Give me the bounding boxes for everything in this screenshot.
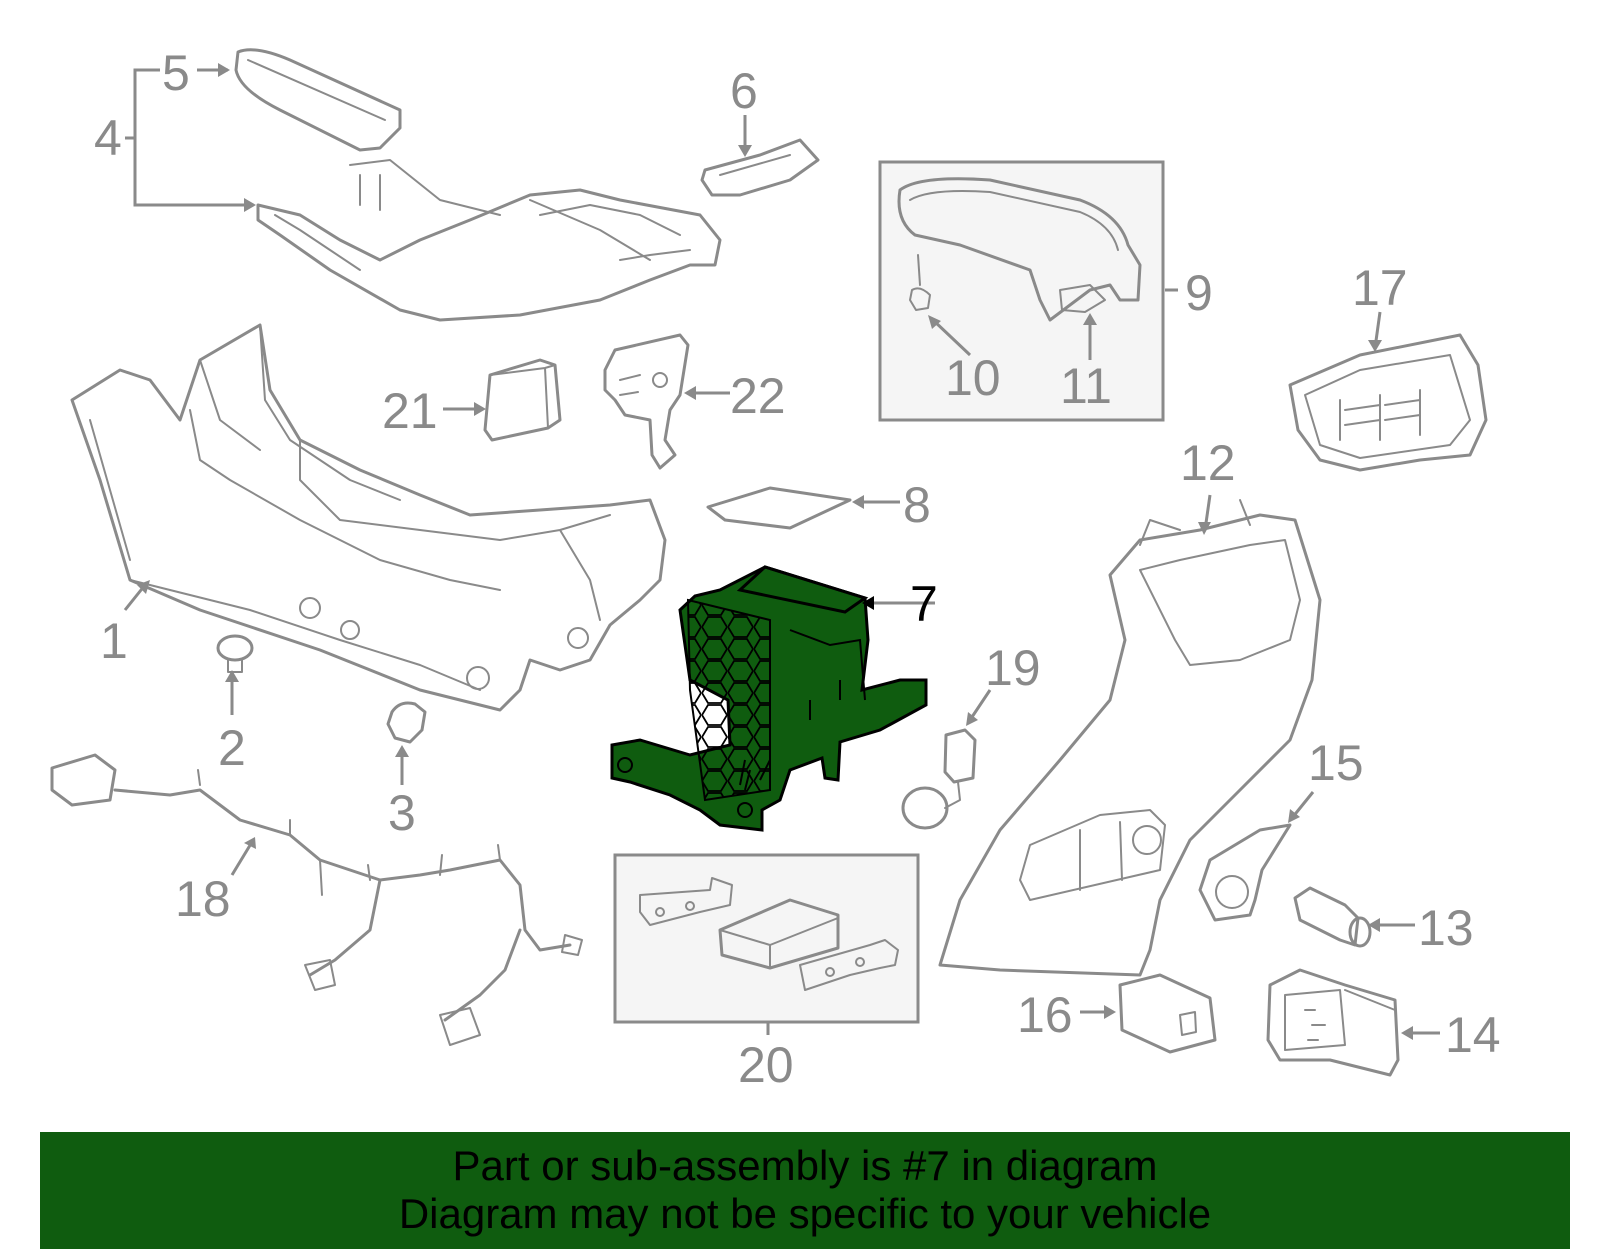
callout-5: 5 bbox=[162, 45, 190, 101]
arrowhead-4 bbox=[244, 198, 256, 212]
part-10-latch-pin[interactable] bbox=[909, 254, 931, 311]
arrowhead-11 bbox=[1083, 313, 1097, 325]
arrowhead-19 bbox=[966, 712, 978, 726]
part-12-rear-panel[interactable] bbox=[938, 499, 1322, 977]
arrowhead-14 bbox=[1401, 1026, 1413, 1040]
arrowhead-18 bbox=[244, 837, 256, 849]
banner-line-2: Diagram may not be specific to your vehi… bbox=[398, 1190, 1212, 1237]
callout-10: 10 bbox=[945, 350, 1001, 406]
part-9-armrest-lid[interactable] bbox=[897, 177, 1142, 322]
callout-9: 9 bbox=[1185, 265, 1213, 321]
callout-16: 16 bbox=[1017, 987, 1073, 1043]
callout-19: 19 bbox=[985, 640, 1041, 696]
inset-part-20 bbox=[613, 853, 920, 1024]
callout-7: 7 bbox=[910, 576, 938, 632]
part-7-storage-compartment[interactable] bbox=[610, 565, 928, 832]
arrowhead-7 bbox=[862, 596, 874, 610]
arrowheads bbox=[137, 63, 1413, 1040]
arrowhead-17 bbox=[1368, 340, 1382, 352]
part-19-sensor[interactable] bbox=[901, 728, 977, 830]
arrowhead-2 bbox=[225, 670, 239, 682]
callout-21: 21 bbox=[382, 383, 438, 439]
part-11-latch[interactable] bbox=[1059, 284, 1106, 313]
inset-armrest-lid bbox=[878, 160, 1165, 422]
part-8-pad[interactable] bbox=[706, 486, 852, 530]
callout-numbers: 5 4 6 9 10 11 17 21 22 8 12 7 1 19 2 15 … bbox=[94, 45, 1501, 1093]
arrowhead-6 bbox=[738, 145, 752, 157]
arrowhead-8 bbox=[852, 495, 864, 509]
callout-6: 6 bbox=[730, 63, 758, 119]
part-16-usb-port[interactable] bbox=[1118, 973, 1217, 1054]
part-6-cover[interactable] bbox=[700, 138, 820, 197]
callout-12: 12 bbox=[1180, 435, 1236, 491]
callout-17: 17 bbox=[1352, 260, 1408, 316]
banner-line-1: Part or sub-assembly is #7 in diagram bbox=[452, 1142, 1158, 1189]
part-2-push-pin[interactable] bbox=[216, 634, 254, 673]
arrowhead-3 bbox=[395, 745, 409, 757]
callout-1: 1 bbox=[100, 613, 128, 669]
callout-2: 2 bbox=[218, 720, 246, 776]
part-22-bracket[interactable] bbox=[603, 333, 690, 470]
callout-15: 15 bbox=[1308, 735, 1364, 791]
part-4-trim-plate[interactable] bbox=[256, 159, 722, 322]
callout-3: 3 bbox=[388, 785, 416, 841]
part-3-grommet[interactable] bbox=[386, 701, 427, 744]
part-18-wiring-harness[interactable] bbox=[50, 753, 583, 1046]
callout-14: 14 bbox=[1445, 1007, 1501, 1063]
part-14-outlet-cover[interactable] bbox=[1266, 968, 1400, 1077]
callout-8: 8 bbox=[903, 477, 931, 533]
part-13-power-outlet[interactable] bbox=[1293, 886, 1372, 948]
part-15-usb-bracket[interactable] bbox=[1198, 823, 1292, 922]
arrowhead-1 bbox=[137, 580, 150, 594]
callout-4: 4 bbox=[94, 110, 122, 166]
part-5-trim-strip[interactable] bbox=[234, 48, 402, 152]
part-21-module[interactable] bbox=[483, 358, 562, 442]
callout-18: 18 bbox=[175, 871, 231, 927]
info-banner: Part or sub-assembly is #7 in diagram Di… bbox=[40, 1132, 1570, 1249]
arrowhead-15 bbox=[1288, 809, 1300, 823]
arrowhead-16 bbox=[1104, 1005, 1116, 1019]
part-17-air-vent[interactable] bbox=[1288, 333, 1488, 472]
arrowhead-13 bbox=[1368, 918, 1380, 932]
arrowhead-10 bbox=[928, 315, 941, 329]
part-1-console-body[interactable] bbox=[70, 323, 667, 712]
arrowhead-12 bbox=[1198, 522, 1211, 535]
arrowhead-22 bbox=[684, 386, 696, 400]
callout-11: 11 bbox=[1060, 358, 1112, 414]
part-20-bracket-kit[interactable] bbox=[639, 877, 899, 991]
callout-20: 20 bbox=[738, 1037, 794, 1093]
arrowhead-5 bbox=[218, 63, 230, 77]
arrowhead-21 bbox=[474, 402, 486, 416]
callout-22: 22 bbox=[730, 368, 786, 424]
callout-13: 13 bbox=[1418, 900, 1474, 956]
